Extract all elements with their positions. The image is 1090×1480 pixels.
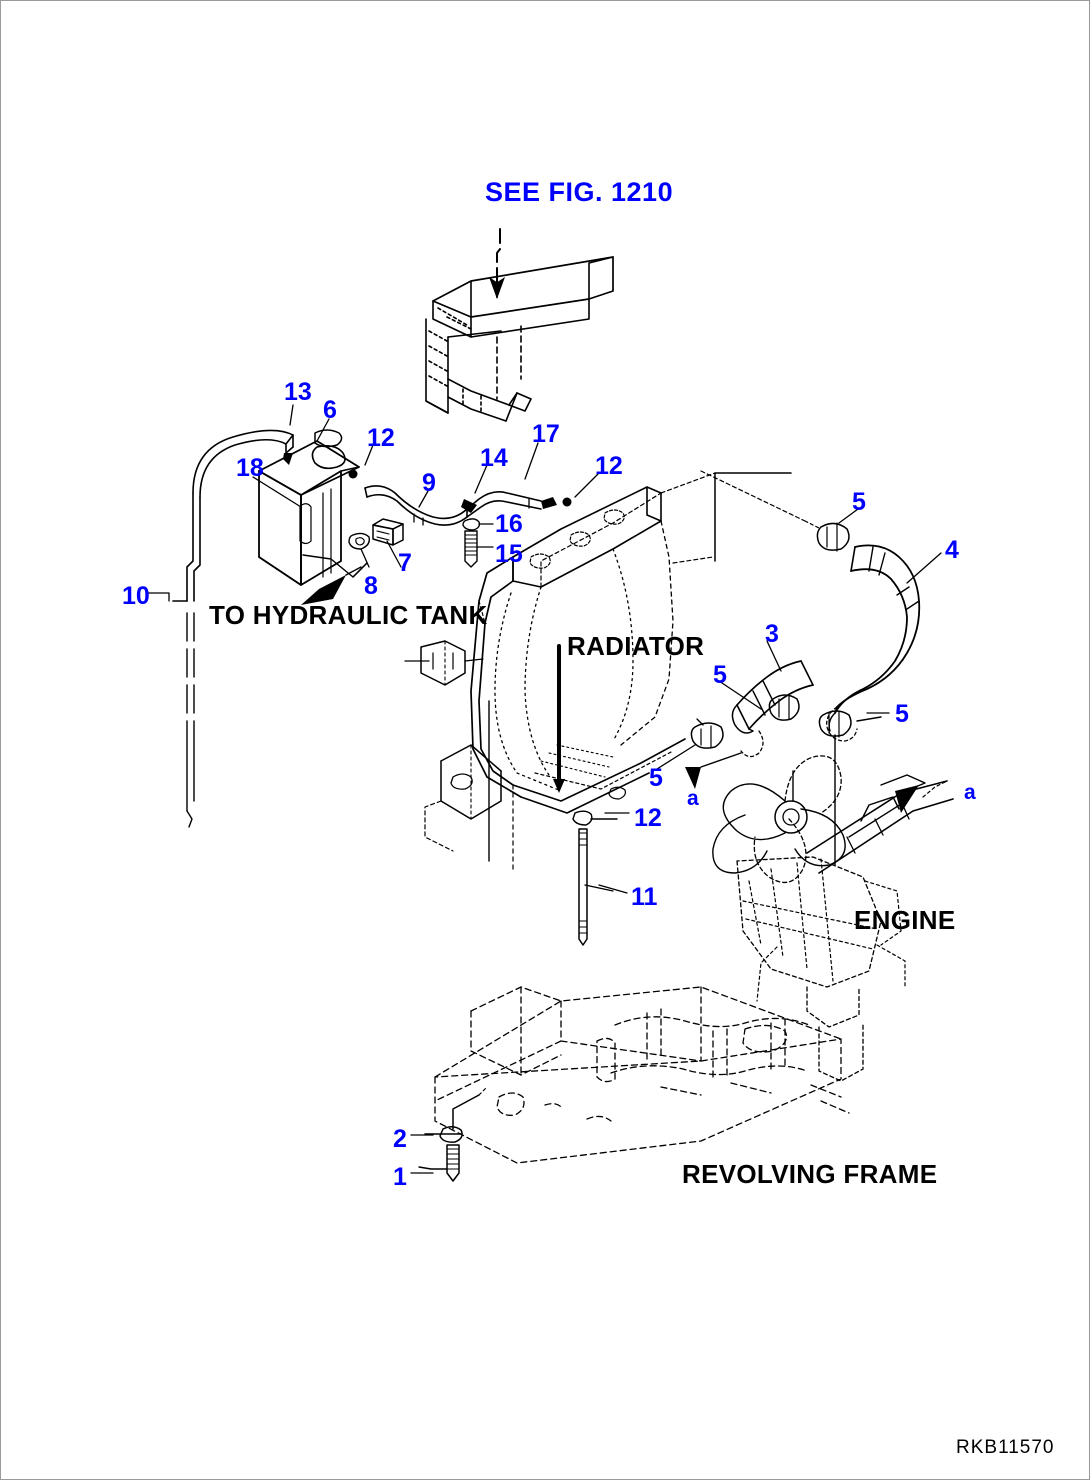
radiator-assembly bbox=[404, 486, 686, 874]
callout-leaders bbox=[147, 404, 942, 1174]
bolt-11-assembly bbox=[572, 810, 618, 946]
callout-5-hose3[interactable]: 5 bbox=[713, 661, 727, 689]
engine-assembly bbox=[712, 755, 954, 1082]
caption-radiator: RADIATOR bbox=[567, 631, 705, 661]
hose-13 bbox=[192, 429, 294, 498]
callout-12-tank[interactable]: 12 bbox=[367, 424, 395, 452]
callout-11[interactable]: 11 bbox=[631, 883, 658, 911]
clamp-5-engine-lower bbox=[768, 694, 800, 721]
callout-6[interactable]: 6 bbox=[323, 396, 337, 424]
fitting-12-tank bbox=[348, 469, 358, 479]
callout-10[interactable]: 10 bbox=[122, 582, 150, 610]
callout-5-engine[interactable]: 5 bbox=[895, 700, 909, 728]
caption-to-hydraulic-tank: TO HYDRAULIC TANK bbox=[209, 600, 488, 630]
callout-2[interactable]: 2 bbox=[393, 1125, 407, 1153]
clamp-5-lower-right bbox=[818, 710, 882, 802]
callout-18[interactable]: 18 bbox=[236, 454, 264, 482]
see-fig-reference: SEE FIG. 1210 bbox=[485, 177, 674, 207]
caption-revolving-frame: REVOLVING FRAME bbox=[682, 1159, 938, 1189]
hydraulic-tank-body bbox=[258, 440, 360, 586]
callout-4[interactable]: 4 bbox=[945, 536, 959, 564]
callout-17[interactable]: 17 bbox=[532, 420, 560, 448]
callout-8[interactable]: 8 bbox=[364, 572, 378, 600]
clamp-5-left bbox=[690, 718, 724, 749]
callout-3[interactable]: 3 bbox=[765, 620, 779, 648]
clamp-5-upper bbox=[700, 470, 850, 552]
upper-bracket-assembly bbox=[425, 256, 614, 422]
hose-3 bbox=[731, 660, 814, 758]
tube-9-assembly bbox=[364, 485, 572, 568]
callout-5-upper[interactable]: 5 bbox=[852, 488, 866, 516]
marker-a-radiator: a bbox=[687, 787, 699, 810]
tank-cap bbox=[314, 429, 343, 448]
callout-15[interactable]: 15 bbox=[495, 540, 523, 568]
to-tank-arrow bbox=[301, 554, 368, 605]
see-fig-arrow bbox=[489, 228, 505, 299]
callout-5-radiator[interactable]: 5 bbox=[649, 764, 663, 792]
bolt-1-washer-2 bbox=[418, 1086, 488, 1182]
tube-10 bbox=[172, 492, 201, 828]
drawing-part-number: RKB11570 bbox=[956, 1437, 1055, 1458]
marker-a-arrow-radiator bbox=[685, 752, 742, 789]
phantom-panel bbox=[660, 472, 792, 564]
revolving-frame-assembly bbox=[434, 986, 850, 1164]
callout-12-bolt[interactable]: 12 bbox=[634, 804, 662, 832]
callout-14[interactable]: 14 bbox=[480, 444, 508, 472]
callout-16[interactable]: 16 bbox=[495, 510, 523, 538]
callout-13[interactable]: 13 bbox=[284, 378, 312, 406]
callout-12-tube[interactable]: 12 bbox=[595, 452, 623, 480]
marker-a-engine: a bbox=[964, 781, 976, 804]
bolt-7-washer-8 bbox=[348, 518, 404, 550]
caption-engine: ENGINE bbox=[854, 905, 956, 935]
callout-9[interactable]: 9 bbox=[422, 469, 436, 497]
callout-1[interactable]: 1 bbox=[393, 1163, 407, 1191]
callout-7[interactable]: 7 bbox=[398, 549, 412, 577]
